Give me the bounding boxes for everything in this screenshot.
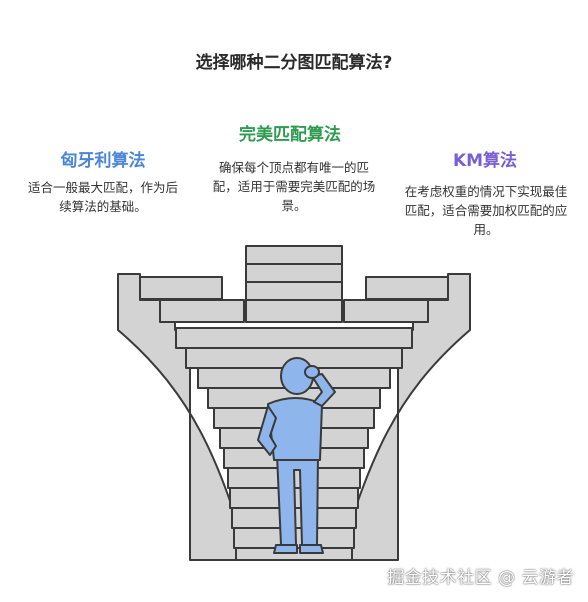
option-desc-perfect-matching: 确保每个顶点都有唯一的匹配，适用于需要完美匹配的场景。 [212, 160, 376, 213]
option-desc-hungarian: 适合一般最大匹配，作为后续算法的基础。 [27, 180, 178, 214]
option-title-km: KM算法 [452, 151, 518, 171]
watermark: 掘金技术社区 @ 云游者 [387, 568, 574, 588]
thinking-person-icon [257, 357, 336, 554]
option-title-hungarian: 匈牙利算法 [60, 151, 146, 171]
page-title: 选择哪种二分图匹配算法? [195, 53, 393, 73]
option-desc-km: 在考虑权重的情况下实现最佳匹配，适合需要加权匹配的应用。 [404, 184, 568, 237]
option-title-perfect-matching: 完美匹配算法 [239, 125, 341, 145]
